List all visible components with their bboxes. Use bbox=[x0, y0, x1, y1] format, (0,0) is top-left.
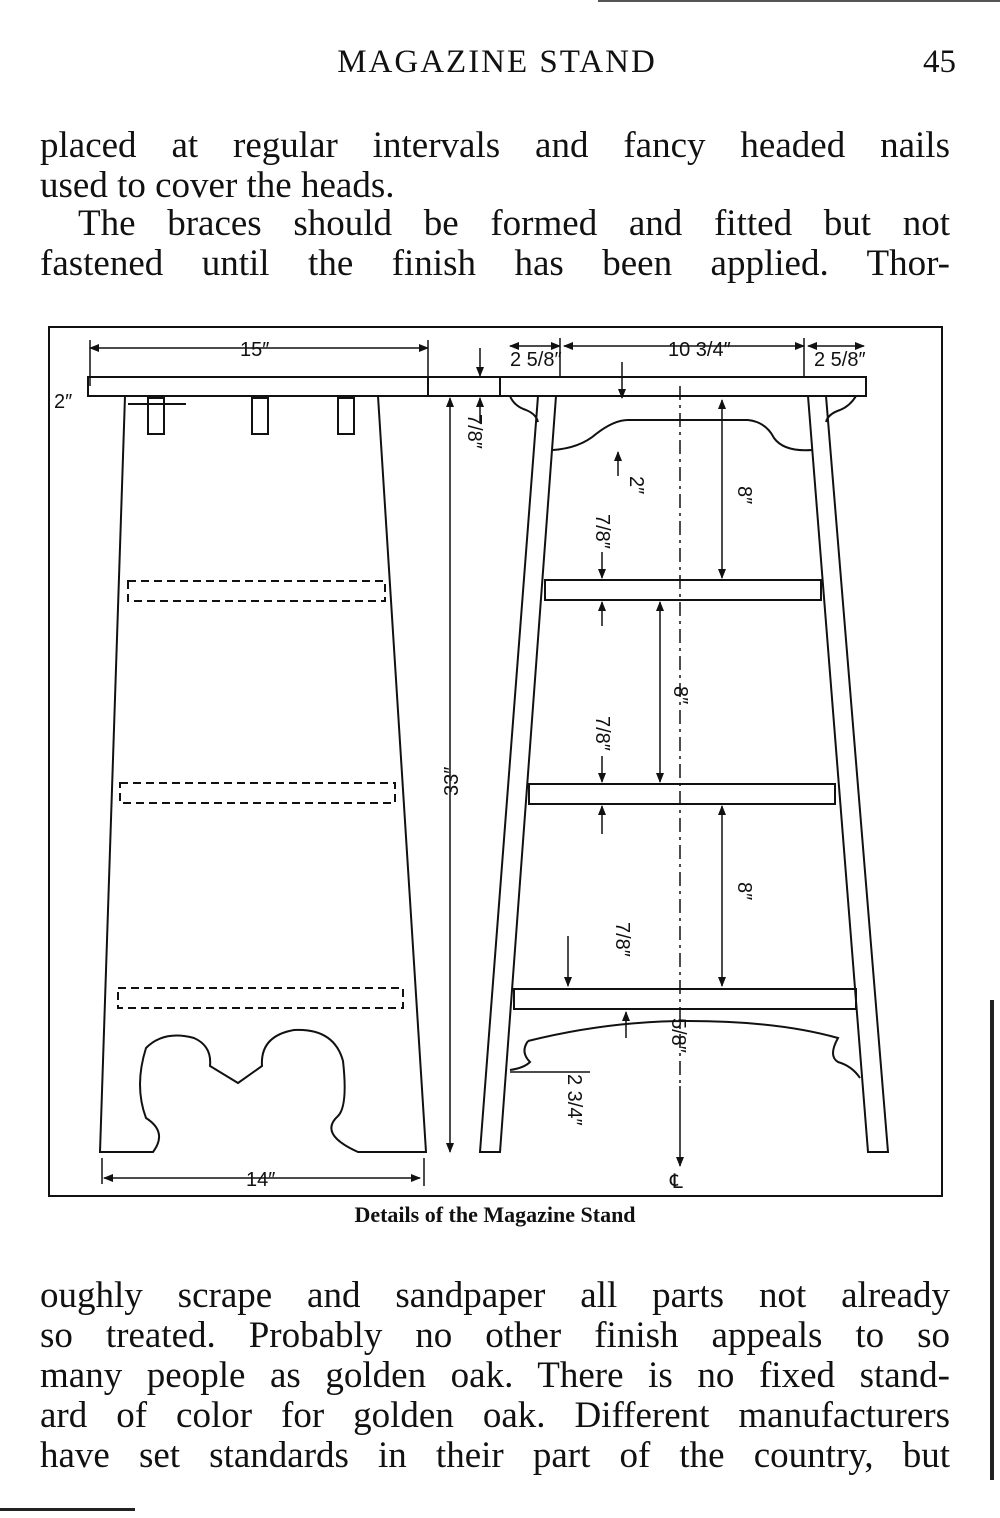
top-board-front bbox=[499, 376, 867, 397]
label-height: 33″ bbox=[441, 767, 463, 796]
page-edge-mark bbox=[990, 1000, 994, 1480]
paragraph-1-line-2: used to cover the heads. bbox=[40, 165, 395, 206]
label-overhang-left: 2 5/8″ bbox=[510, 349, 562, 371]
label-shelf-width: 10 3/4″ bbox=[668, 339, 731, 361]
shelf-2 bbox=[528, 783, 836, 805]
bracket-right bbox=[825, 395, 857, 423]
paragraph-3-line-4: ard of color for golden oak. Different m… bbox=[40, 1395, 950, 1436]
paragraph-3: oughly scrape and sandpaper all parts no… bbox=[40, 1276, 950, 1476]
label-shelf-thick-1: 7/8″ bbox=[591, 514, 613, 549]
running-title: MAGAZINE STAND bbox=[337, 44, 657, 80]
label-apron-height: 5/8″ bbox=[667, 1018, 689, 1053]
shelf-hidden-2 bbox=[119, 782, 396, 804]
label-overhang-right: 2 5/8″ bbox=[814, 349, 866, 371]
label-bottom-width: 14″ bbox=[246, 1169, 275, 1191]
paragraph-3-line-2: so treated. Probably no other finish app… bbox=[40, 1315, 950, 1356]
label-shelf-thick-3: 7/8″ bbox=[611, 922, 633, 957]
paragraph-3-line-1: oughly scrape and sandpaper all parts no… bbox=[40, 1275, 950, 1316]
shelf-3 bbox=[513, 988, 857, 1010]
label-shelf-thick-2: 7/8″ bbox=[591, 716, 613, 751]
label-shelf-spacing-3: 8″ bbox=[733, 882, 755, 900]
top-rail bbox=[552, 419, 813, 452]
shelf-1 bbox=[544, 579, 822, 601]
label-top-width: 15″ bbox=[240, 339, 269, 361]
shelf-hidden-3 bbox=[117, 987, 404, 1009]
figure-caption: Details of the Magazine Stand bbox=[354, 1202, 636, 1227]
page-number: 45 bbox=[923, 44, 956, 80]
paragraph-2-line-2: fastened until the finish has been appli… bbox=[40, 243, 950, 284]
paragraph-3-line-3: many people as golden oak. There is no f… bbox=[40, 1355, 950, 1396]
drawing-svg: 15″ 2″ 33″ 14″ 2 5/8″ 10 3/4″ 2 5/8″ 7/8… bbox=[48, 326, 943, 1197]
label-apron-drop: 2 3/4″ bbox=[563, 1074, 585, 1126]
shelf-hidden-1 bbox=[127, 580, 386, 602]
side-panel bbox=[98, 395, 428, 1153]
tenon-3 bbox=[337, 397, 355, 435]
bottom-rule bbox=[0, 1508, 135, 1511]
top-board-joint bbox=[427, 376, 501, 397]
tenon-1 bbox=[147, 397, 165, 435]
label-center-line: ℄ bbox=[669, 1171, 683, 1193]
top-board-side bbox=[87, 376, 429, 397]
running-head: MAGAZINE STAND 45 bbox=[38, 44, 956, 88]
magazine-stand-drawing: 15″ 2″ 33″ 14″ 2 5/8″ 10 3/4″ 2 5/8″ 7/8… bbox=[48, 326, 944, 1200]
leg-right-outer bbox=[807, 395, 890, 1153]
paragraph-2-line-1: The braces should be formed and fitted b… bbox=[78, 203, 950, 244]
leg-left-outer bbox=[478, 395, 557, 1153]
label-rail-height: 2″ bbox=[625, 476, 647, 494]
label-top-thickness: 2″ bbox=[54, 391, 72, 413]
paragraph-1-line-1: placed at regular intervals and fancy he… bbox=[40, 125, 950, 166]
label-top-gap: 7/8″ bbox=[463, 414, 485, 449]
bottom-apron bbox=[527, 1019, 861, 1079]
bracket-left bbox=[509, 395, 539, 423]
label-shelf-spacing-1: 8″ bbox=[733, 486, 755, 504]
tenon-2 bbox=[251, 397, 269, 435]
top-rule bbox=[598, 0, 1000, 2]
figure-frame bbox=[48, 326, 943, 1197]
paragraph-3-line-5: have set standards in their part of the … bbox=[40, 1435, 950, 1476]
label-shelf-spacing-2: 8″ bbox=[669, 686, 691, 704]
